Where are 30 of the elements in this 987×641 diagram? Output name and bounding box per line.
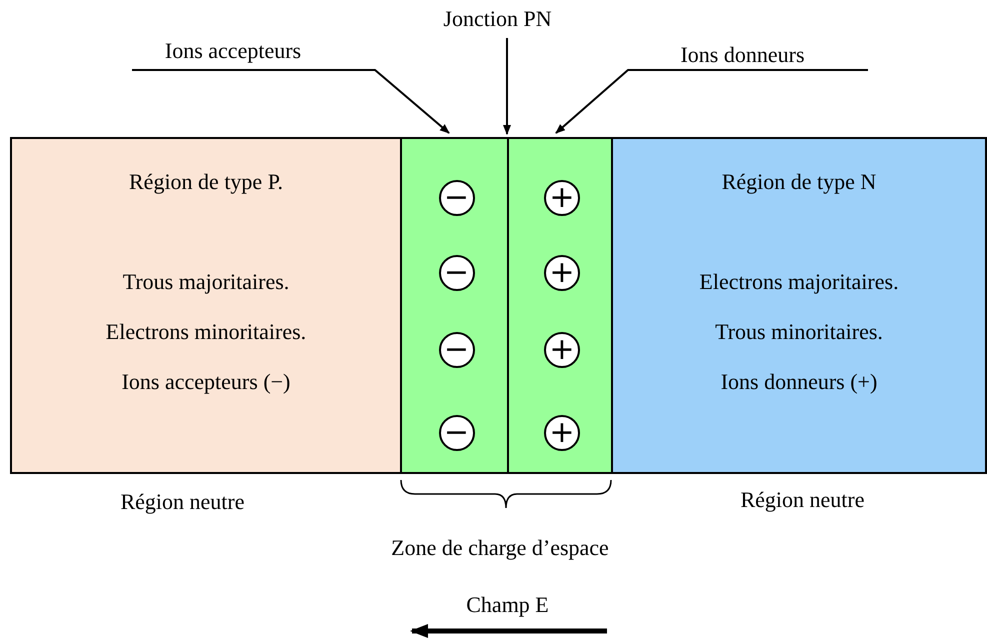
- ion-symbol: −: [438, 332, 474, 368]
- region-caption: Région neutre: [739, 487, 866, 513]
- depletion-zone: [400, 137, 509, 474]
- ion-symbol: −: [438, 415, 474, 451]
- ion-symbol: −: [438, 255, 474, 291]
- region-text: Ions donneurs (+): [720, 369, 878, 395]
- doped-region: [611, 137, 987, 474]
- ion-symbol: +: [544, 180, 580, 216]
- region-text: Ions accepteurs (−): [120, 369, 292, 395]
- callout-label: Jonction PN: [425, 6, 570, 36]
- region-text: Trous majoritaires.: [122, 269, 290, 295]
- doped-region: [10, 137, 402, 474]
- leader-arrow: [503, 38, 511, 135]
- ion-symbol: +: [544, 415, 580, 451]
- depletion-zone: [507, 137, 613, 474]
- zone-caption: Zone de charge d’espace: [390, 535, 610, 561]
- region-heading: Région de type P.: [128, 169, 284, 195]
- region-heading: Région de type N: [720, 169, 878, 195]
- callout-label: Ions donneurs: [655, 42, 830, 72]
- region-text: Electrons minoritaires.: [104, 319, 308, 345]
- callout-label: Ions accepteurs: [138, 38, 328, 68]
- region-text: Electrons majoritaires.: [698, 269, 900, 295]
- field-label: Champ E: [465, 592, 550, 618]
- region-text: Trous minoritaires.: [714, 319, 884, 345]
- leader-arrow: [132, 69, 450, 134]
- region-caption: Région neutre: [119, 489, 246, 515]
- ion-symbol: −: [438, 180, 474, 216]
- ion-symbol: +: [544, 255, 580, 291]
- leader-arrow: [555, 69, 868, 134]
- ion-symbol: +: [544, 332, 580, 368]
